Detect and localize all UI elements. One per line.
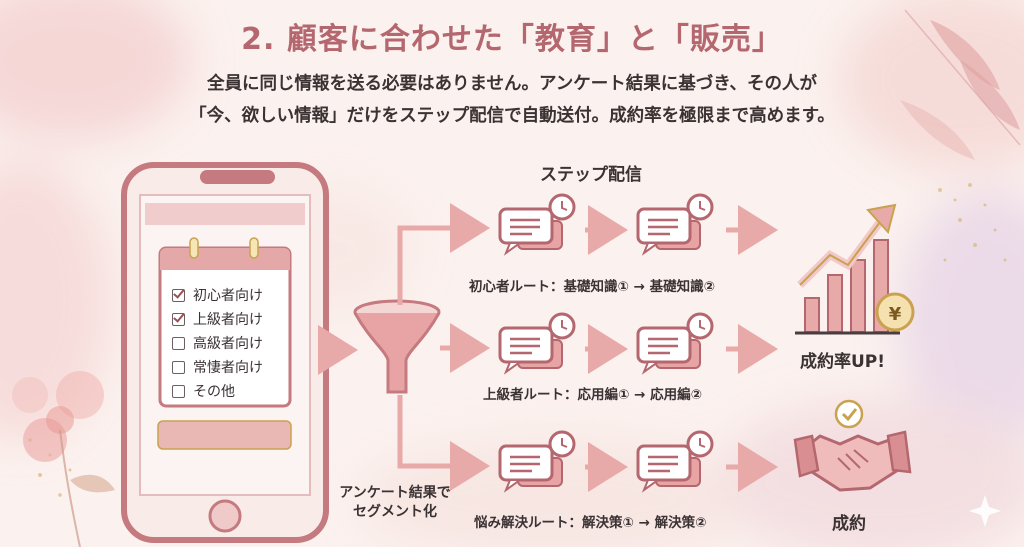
subtitle-line-2: 「今、欲しい情報」だけをステップ配信で自動送付。成約率を極限まで高めます。 — [189, 106, 835, 126]
checkbox-checked-icon[interactable] — [172, 288, 185, 302]
survey-option-label: 高級者向け — [193, 336, 263, 352]
flower-decoration-icon — [12, 371, 115, 547]
step-delivery-title: ステップ配信 — [540, 165, 642, 185]
route-label-problem-solving: 悩み解決ルート：解決策① → 解決策② — [474, 515, 707, 531]
branch-arrow-3 — [397, 395, 490, 491]
yen-coin-label: ¥ — [889, 304, 902, 325]
survey-option[interactable]: 高級者向け — [172, 333, 263, 353]
survey-option-label: 上級者向け — [193, 312, 263, 328]
subtitle-line-1: 全員に同じ情報を送る必要はありません。アンケート結果に基づき、その人が — [206, 74, 818, 94]
handshake-icon — [793, 399, 912, 492]
survey-card-icon — [158, 237, 292, 408]
deal-closed-label: 成約 — [832, 514, 866, 534]
survey-option[interactable]: その他 — [172, 381, 235, 401]
survey-option[interactable]: 初心者向け — [172, 285, 263, 305]
chat-clock-icon — [636, 312, 714, 375]
leaf-decoration-icon — [900, 9, 1021, 160]
route-label-beginner: 初心者ルート：基礎知識① → 基礎知識② — [469, 279, 716, 295]
checkbox-checked-icon[interactable] — [172, 312, 185, 326]
checkbox-icon[interactable] — [172, 360, 185, 374]
chat-clock-icon — [498, 430, 576, 493]
chat-clock-icon — [636, 430, 714, 493]
growth-chart-icon: ¥ — [795, 203, 915, 335]
chat-clock-icon — [636, 193, 714, 256]
funnel-icon — [353, 299, 441, 394]
branch-arrow-1 — [397, 203, 490, 305]
checkbox-icon[interactable] — [172, 336, 185, 350]
page-title: 2. 顧客に合わせた「教育」と「販売」 — [241, 22, 783, 57]
route-label-advanced: 上級者ルート：応用編① → 応用編② — [483, 387, 703, 403]
conversion-up-label: 成約率UP! — [800, 352, 886, 372]
survey-option-label: 初心者向け — [193, 288, 263, 304]
checkbox-icon[interactable] — [172, 384, 185, 398]
survey-option[interactable]: 上級者向け — [172, 309, 263, 329]
segmentation-caption: アンケート結果で セグメント化 — [339, 485, 451, 520]
chat-clock-icon — [498, 312, 576, 375]
survey-option[interactable]: 常悽者向け — [172, 357, 263, 377]
survey-option-label: 常悽者向け — [193, 360, 263, 376]
survey-option-label: その他 — [193, 384, 235, 400]
chat-clock-icon — [498, 193, 576, 256]
